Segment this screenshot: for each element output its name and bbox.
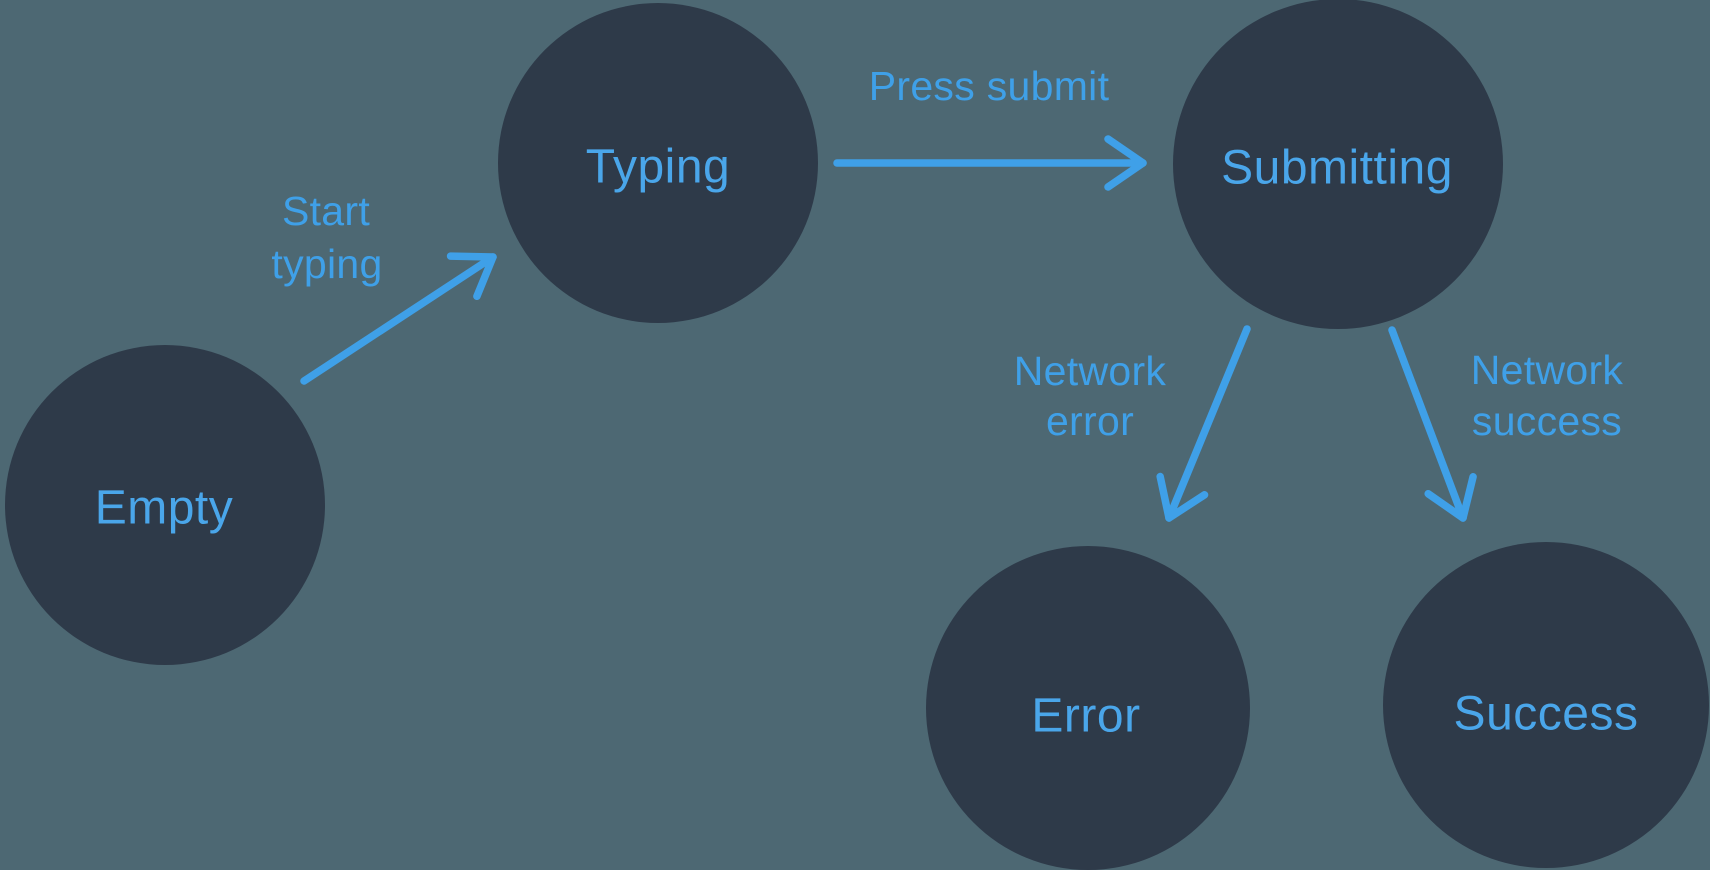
node-error: Error [926,546,1250,870]
network-success-label-line2: success [1472,398,1622,444]
network-error-arrow [1156,325,1251,522]
network-success-arrow [1388,326,1477,522]
node-empty: Empty [5,345,325,665]
edge-press-submit: Press submit [833,63,1147,191]
network-success-label-line1: Network [1471,347,1624,393]
node-success: Success [1383,542,1709,868]
node-submitting: Submitting [1173,0,1503,329]
empty-state-circle [5,345,325,665]
edge-network-success: Network success [1388,326,1624,522]
empty-state-label: Empty [95,482,234,535]
submitting-state-label: Submitting [1221,142,1453,195]
start-typing-label-line1: Start [282,188,370,234]
submitting-state-circle [1173,0,1503,329]
start-typing-arrow [300,252,497,385]
success-state-label: Success [1454,688,1639,741]
press-submit-label: Press submit [869,63,1110,109]
edge-network-error: Network error [1014,325,1251,522]
network-error-label-line2: error [1046,398,1134,444]
typing-state-circle [498,3,818,323]
success-state-circle [1383,542,1709,868]
error-state-circle [926,546,1250,870]
error-state-label: Error [1031,690,1140,743]
node-typing: Typing [498,3,818,323]
typing-state-label: Typing [586,141,730,194]
network-error-label-line1: Network [1014,348,1167,394]
start-typing-label-line2: typing [271,241,382,287]
edge-start-typing: Start typing [271,188,497,385]
